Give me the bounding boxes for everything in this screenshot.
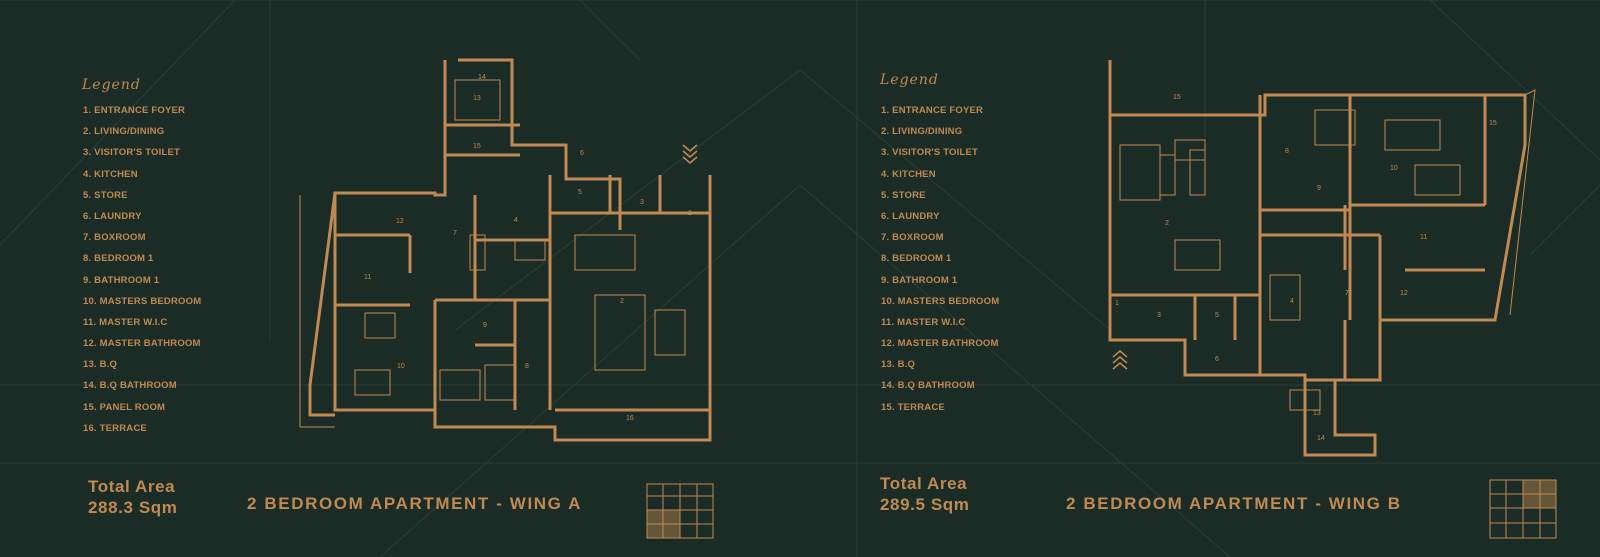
legend-item: 7. BOXROOM xyxy=(83,232,146,244)
total-area-wing-b: Total Area 289.5 Sqm xyxy=(880,473,970,515)
apartment-title-wing-a: 2 BEDROOM APARTMENT - WING A xyxy=(247,494,583,513)
room-number: 5 xyxy=(1215,312,1219,319)
total-area-label: Total Area xyxy=(88,477,176,496)
legend-item: 15. PANEL ROOM xyxy=(83,401,166,413)
room-number: 14 xyxy=(478,74,486,81)
legend-item: 13. B.Q xyxy=(83,359,118,371)
room-number: 14 xyxy=(1317,435,1325,442)
room-number: 8 xyxy=(525,363,529,370)
key-plan-thumbnail xyxy=(646,483,714,539)
room-number: 7 xyxy=(453,230,457,237)
legend-item: 3. VISITOR'S TOILET xyxy=(83,147,181,159)
room-number: 5 xyxy=(578,189,582,196)
key-plan-thumbnail xyxy=(1489,479,1557,539)
entrance-arrow-icon xyxy=(682,144,698,165)
legend-item: 10. MASTERS BEDROOM xyxy=(83,295,202,307)
legend-item: 9. BATHROOM 1 xyxy=(83,274,160,286)
entrance-arrow-icon xyxy=(1112,349,1128,370)
legend-item: 11. MASTER W.I.C xyxy=(881,316,966,328)
room-number: 1 xyxy=(1115,300,1119,307)
legend-item: 15. TERRACE xyxy=(881,401,945,413)
legend-title-wing-a: Legend xyxy=(82,77,141,93)
room-number: 12 xyxy=(396,218,404,225)
legend-item: 6. LAUNDRY xyxy=(83,210,142,222)
total-area-value: 288.3 Sqm xyxy=(88,498,178,517)
room-number: 15 xyxy=(1489,120,1497,127)
legend-item: 4. KITCHEN xyxy=(83,168,138,180)
room-number: 13 xyxy=(473,95,481,102)
room-number: 13 xyxy=(1313,410,1321,417)
legend-item: 6. LAUNDRY xyxy=(881,210,940,222)
room-number: 15 xyxy=(473,143,481,150)
legend-item: 10. MASTERS BEDROOM xyxy=(881,295,1000,307)
legend-item: 14. B.Q BATHROOM xyxy=(83,380,177,392)
legend-list-wing-a: 1. ENTRANCE FOYER 2. LIVING/DINING 3. VI… xyxy=(83,100,201,439)
total-area-label: Total Area xyxy=(880,474,968,493)
room-number: 11 xyxy=(1420,234,1427,241)
legend-item: 1. ENTRANCE FOYER xyxy=(83,105,186,116)
room-number: 12 xyxy=(1400,290,1408,297)
room-number: 9 xyxy=(1317,185,1321,192)
legend-item: 12. MASTER BATHROOM xyxy=(83,338,201,350)
room-number: 2 xyxy=(1165,220,1169,227)
room-number: 3 xyxy=(1157,312,1161,319)
room-number: 2 xyxy=(620,298,624,305)
room-number: 9 xyxy=(483,322,487,329)
floor-plan-wing-b: 1 2 3 4 5 6 7 8 9 10 11 12 13 14 15 15 xyxy=(1108,60,1536,457)
apartment-title-wing-b: 2 BEDROOM APARTMENT - WING B xyxy=(1066,494,1402,513)
room-number: 10 xyxy=(1390,165,1398,172)
legend-item: 3. VISITOR'S TOILET xyxy=(881,147,979,159)
room-number: 10 xyxy=(397,363,405,370)
room-number: 1 xyxy=(688,210,692,217)
room-number: 4 xyxy=(1290,298,1294,305)
floor-plan-wing-a: 1 2 3 4 5 6 7 8 9 10 11 12 13 14 15 16 xyxy=(299,58,712,442)
legend-item: 12. MASTER BATHROOM xyxy=(881,338,999,350)
room-number: 15 xyxy=(1173,94,1181,101)
legend-item: 2. LIVING/DINING xyxy=(83,126,165,138)
legend-item: 5. STORE xyxy=(83,189,128,201)
room-number: 4 xyxy=(514,217,518,224)
legend-title-wing-b: Legend xyxy=(880,72,939,88)
room-number: 3 xyxy=(640,199,644,206)
legend-item: 2. LIVING/DINING xyxy=(881,126,963,138)
total-area-value: 289.5 Sqm xyxy=(880,495,970,514)
legend-item: 8. BEDROOM 1 xyxy=(83,253,154,265)
room-number: 11 xyxy=(364,274,371,281)
legend-item: 11. MASTER W.I.C xyxy=(83,316,168,328)
total-area-wing-a: Total Area 288.3 Sqm xyxy=(88,476,178,518)
legend-item: 5. STORE xyxy=(881,189,926,201)
legend-item: 1. ENTRANCE FOYER xyxy=(881,105,984,116)
room-number: 6 xyxy=(580,150,584,157)
room-number: 16 xyxy=(626,415,634,422)
legend-item: 14. B.Q BATHROOM xyxy=(881,380,975,392)
legend-item: 9. BATHROOM 1 xyxy=(881,274,958,286)
legend-item: 8. BEDROOM 1 xyxy=(881,253,952,265)
legend-item: 7. BOXROOM xyxy=(881,232,944,244)
room-number: 8 xyxy=(1285,148,1289,155)
legend-item: 16. TERRACE xyxy=(83,422,147,434)
room-number: 6 xyxy=(1215,356,1219,363)
legend-item: 4. KITCHEN xyxy=(881,168,936,180)
legend-item: 13. B.Q xyxy=(881,359,916,371)
legend-list-wing-b: 1. ENTRANCE FOYER 2. LIVING/DINING 3. VI… xyxy=(881,100,999,418)
room-number: 7 xyxy=(1345,290,1349,297)
